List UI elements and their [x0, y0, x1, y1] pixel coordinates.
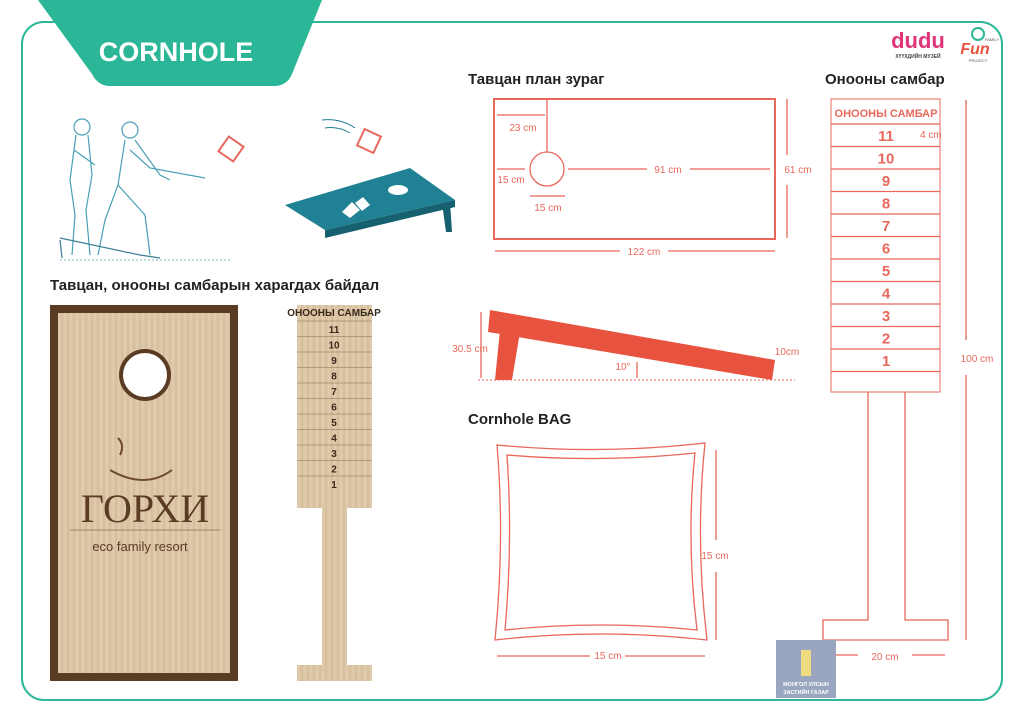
svg-text:10cm: 10cm: [775, 347, 799, 358]
svg-text:4 cm: 4 cm: [920, 130, 942, 141]
wood-score-row: 6: [331, 403, 337, 414]
svg-text:ОНООНЫ САМБАР: ОНООНЫ САМБАР: [835, 108, 938, 120]
page-title: CORNHOLE: [99, 37, 254, 67]
svg-text:20 cm: 20 cm: [871, 652, 898, 663]
svg-text:15 cm: 15 cm: [534, 203, 561, 214]
score-row: 2: [882, 331, 890, 348]
svg-text:15 cm: 15 cm: [594, 651, 621, 662]
wood-score-row: 7: [331, 387, 337, 398]
wood-score-row: 5: [331, 418, 337, 429]
plan-drawing: 23 cm 15 cm 15 cm 91 cm 61 cm 122 cm: [493, 98, 812, 258]
poster-frame: [21, 21, 1003, 701]
svg-text:30.5 cm: 30.5 cm: [452, 344, 488, 355]
svg-text:15 cm: 15 cm: [701, 551, 728, 562]
blue-board-illustration: [285, 119, 455, 238]
score-row: 6: [882, 241, 890, 258]
wood-score-row: 9: [331, 356, 337, 367]
score-row: 11: [878, 128, 894, 145]
score-row: 10: [878, 151, 895, 168]
score-row: 7: [882, 218, 890, 235]
svg-text:МОНГОЛ УЛСЫН: МОНГОЛ УЛСЫН: [783, 682, 829, 688]
svg-text:91 cm: 91 cm: [654, 165, 681, 176]
svg-text:PROJECT: PROJECT: [969, 58, 988, 63]
wooden-board-render: ГОРХИ eco family resort: [50, 305, 238, 681]
svg-text:23 cm: 23 cm: [509, 123, 536, 134]
svg-text:Fun: Fun: [960, 41, 990, 58]
svg-text:ХҮҮХДИЙН МУЗЕЙ: ХҮҮХДИЙН МУЗЕЙ: [895, 52, 941, 60]
wooden-scoreboard-render: ОНООНЫ САМБАР 11 10 9 8 7 6 5 4 3 2 1: [287, 305, 381, 681]
svg-text:ОНООНЫ САМБАР: ОНООНЫ САМБАР: [287, 308, 381, 319]
board-logo: ГОРХИ: [81, 486, 209, 531]
svg-text:100 cm: 100 cm: [961, 354, 994, 365]
score-row: 1: [882, 353, 890, 370]
score-row: 4: [882, 286, 891, 303]
wood-score-row: 4: [331, 434, 337, 445]
score-row: 3: [882, 308, 890, 325]
svg-text:15 cm: 15 cm: [497, 175, 524, 186]
svg-text:dudu: dudu: [891, 28, 945, 53]
players-illustration: [59, 118, 230, 261]
svg-text:61 cm: 61 cm: [784, 165, 811, 176]
score-row: 9: [882, 173, 890, 190]
wood-score-row: 8: [331, 372, 337, 383]
wood-score-row: 2: [331, 465, 337, 476]
wood-score-row: 10: [328, 341, 340, 352]
board-subtitle: eco family resort: [92, 539, 188, 554]
fun-project-logo: FAMILY Fun PROJECT: [960, 27, 999, 63]
svg-text:FAMILY: FAMILY: [985, 37, 999, 42]
scoreboard-heading: Онооны самбар: [825, 71, 945, 88]
bag-drawing: 15 cm 15 cm: [494, 442, 729, 662]
wood-score-row: 11: [329, 325, 340, 336]
view-heading: Тавцан, онооны самбарын харагдах байдал: [50, 277, 379, 294]
government-emblem: МОНГОЛ УЛСЫН ЗАСГИЙН ГАЗАР: [776, 640, 836, 698]
score-row: 8: [882, 196, 890, 213]
scoreboard-drawing: ОНООНЫ САМБАР 4 cm 100 cm 20 cm 11 10 9 8 7 6…: [822, 98, 994, 663]
wood-score-row: 3: [331, 449, 337, 460]
side-view-drawing: 30.5 cm 10° 10cm: [452, 310, 799, 381]
svg-text:ЗАСГИЙН ГАЗАР: ЗАСГИЙН ГАЗАР: [783, 688, 829, 696]
museum-logo: dudu ХҮҮХДИЙН МУЗЕЙ: [891, 28, 945, 60]
svg-text:10°: 10°: [615, 362, 630, 373]
bag-in-flight-icon: [217, 135, 245, 163]
plan-heading: Тавцан план зураг: [468, 71, 604, 88]
score-row: 5: [882, 263, 890, 280]
bag-heading: Cornhole BAG: [468, 411, 571, 428]
svg-text:122 cm: 122 cm: [628, 247, 661, 258]
title-tab: CORNHOLE: [38, 0, 322, 86]
wood-score-row: 1: [331, 480, 337, 491]
